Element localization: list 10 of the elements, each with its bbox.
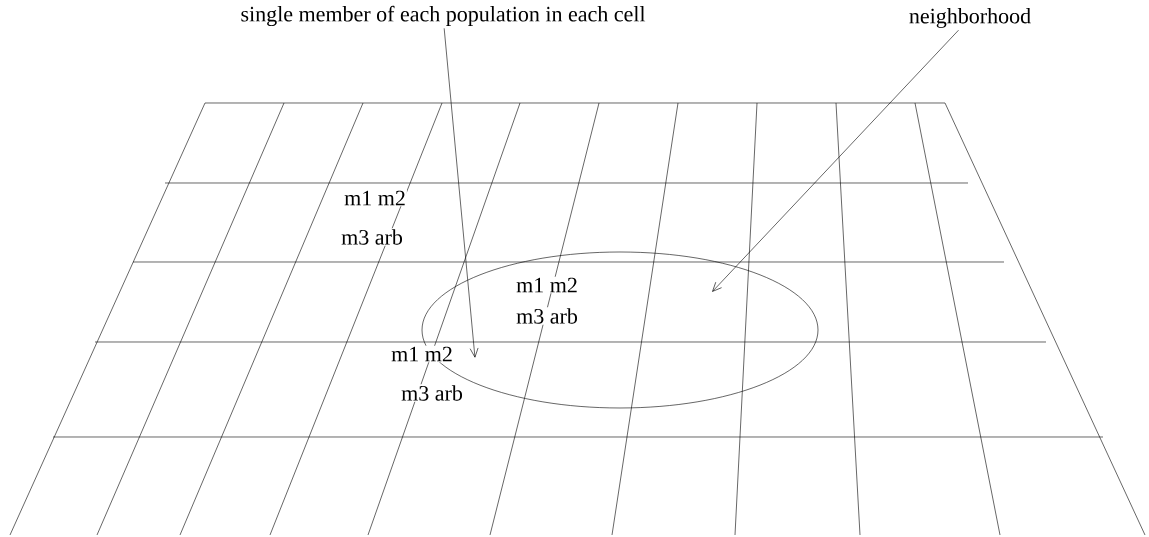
cell-label: m3 arb	[515, 307, 579, 325]
cell-label: m1 m2	[515, 276, 579, 294]
cell-label: m3 arb	[400, 384, 464, 402]
cell-label: m1 m2	[390, 345, 454, 363]
leader-arrow	[443, 28, 479, 358]
cell-label: m3 arb	[340, 228, 404, 246]
callout-text: neighborhood	[909, 8, 1031, 28]
leader-arrow	[712, 29, 959, 292]
callout-text: single member of each population in each cell	[241, 5, 646, 27]
cell-label: m1 m2	[343, 189, 407, 207]
